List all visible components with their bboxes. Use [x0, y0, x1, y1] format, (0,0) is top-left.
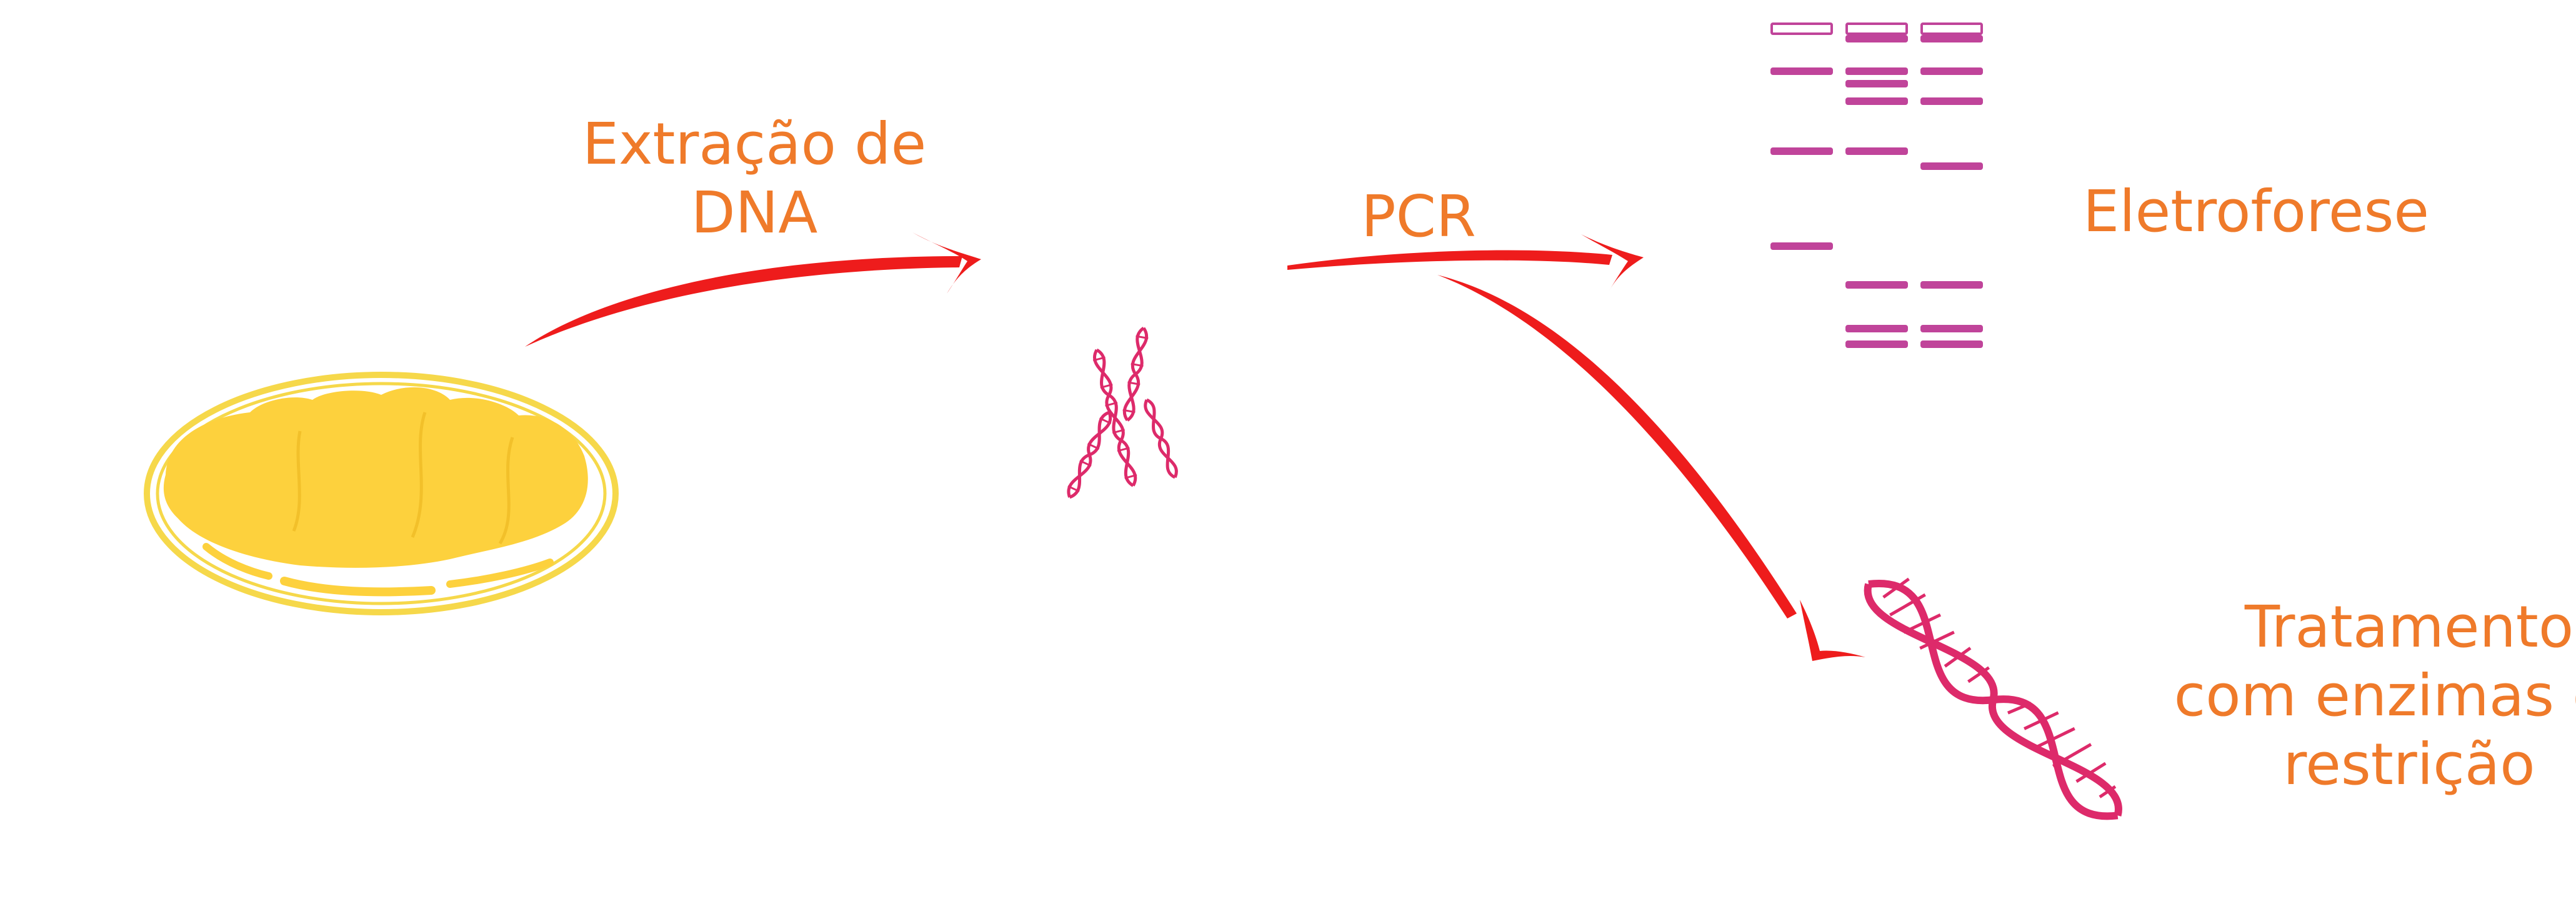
label-electrophoresis: Eletroforese: [2083, 178, 2429, 245]
electrophoresis-gel-icon: [1770, 22, 1983, 348]
label-restriction-line2: com enzimas de: [2174, 662, 2576, 729]
gel-band: [1845, 340, 1908, 348]
gel-band: [1920, 35, 1983, 42]
arrow-pcr: [1287, 234, 1644, 291]
dna-small-icon: [1067, 326, 1178, 499]
gel-band: [1920, 281, 1983, 289]
arrow-restriction: [1437, 275, 1865, 661]
label-restriction-line1: Tratamento: [2244, 594, 2574, 660]
gel-band: [1845, 22, 1908, 35]
petri-dish-icon: [144, 372, 619, 615]
gel-band: [1845, 67, 1908, 75]
gel-band: [1845, 325, 1908, 332]
gel-band: [1770, 147, 1833, 155]
dna-large-icon: [1864, 577, 2122, 820]
gel-band: [1920, 67, 1983, 75]
label-extraction-line2: DNA: [691, 179, 818, 246]
gel-band: [1920, 97, 1983, 105]
label-pcr: PCR: [1361, 183, 1476, 250]
gel-band: [1770, 67, 1833, 75]
gel-band: [1845, 281, 1908, 289]
gel-band: [1920, 22, 1983, 35]
gel-band: [1770, 22, 1833, 35]
gel-band: [1920, 162, 1983, 170]
gel-band: [1770, 242, 1833, 250]
gel-band: [1920, 340, 1983, 348]
arrow-extraction: [525, 232, 981, 347]
gel-band: [1845, 80, 1908, 87]
gel-band: [1845, 147, 1908, 155]
gel-band: [1920, 325, 1983, 332]
gel-band: [1845, 35, 1908, 42]
label-restriction-line3: restrição: [2283, 731, 2535, 798]
gel-band: [1845, 97, 1908, 105]
label-extraction-line1: Extração de: [582, 111, 926, 177]
